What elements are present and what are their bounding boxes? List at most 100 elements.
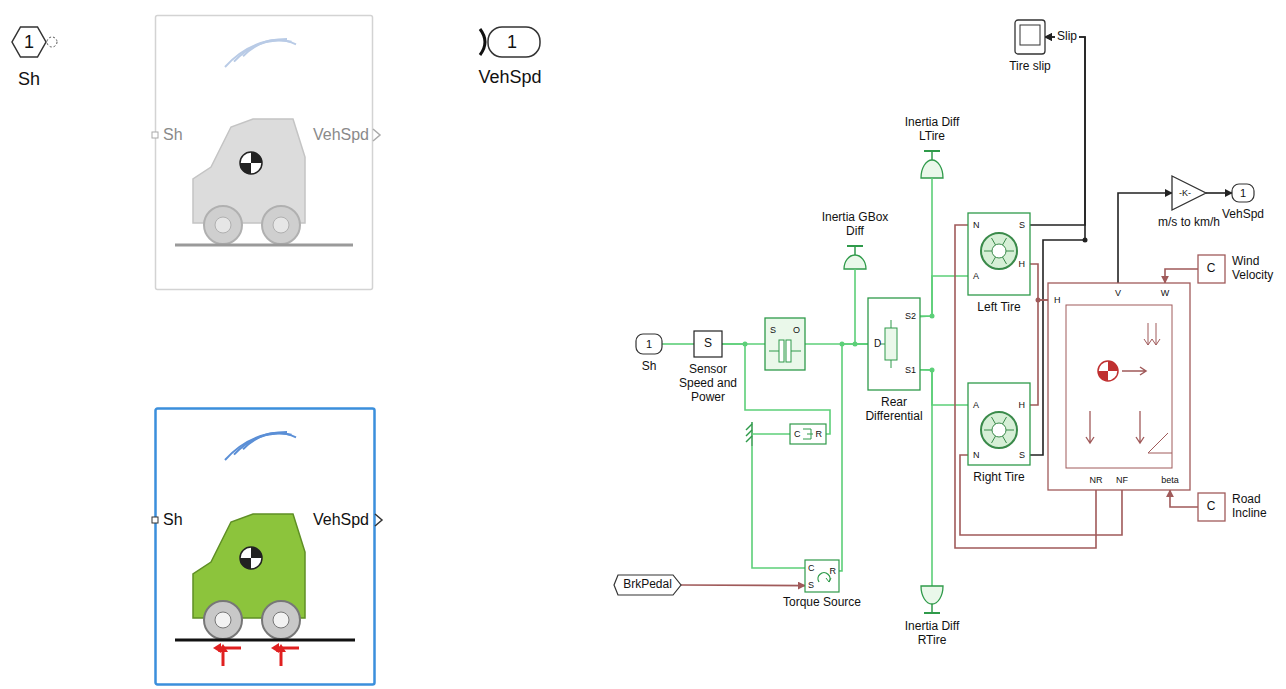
- torque-symbol: [818, 573, 830, 582]
- port-marker: [373, 129, 380, 141]
- port-label: NR: [1090, 475, 1103, 485]
- center-of-mass: [240, 547, 262, 569]
- physical-connection: [839, 344, 868, 571]
- torque-source-block: CRSTorque Source: [805, 560, 839, 592]
- block-label: 1: [1240, 187, 1246, 200]
- port-label: D: [874, 338, 881, 350]
- car-wheel: [262, 206, 300, 244]
- center-of-mass: [240, 163, 251, 174]
- wheel-hub: [273, 612, 289, 628]
- differential-block: DS2S1Rear Differential: [868, 298, 920, 390]
- block-label: C: [1207, 262, 1216, 276]
- wind-swoosh: [243, 433, 296, 449]
- body-mass-symbol: [1098, 371, 1108, 381]
- wheel-hub: [215, 217, 231, 233]
- port-label: N: [973, 220, 980, 230]
- port-label: S: [808, 580, 814, 590]
- constant-block: CWind Velocity: [1198, 255, 1225, 283]
- block-shape: [843, 245, 867, 273]
- tire-symbol: [981, 233, 1017, 269]
- inport-block: 1Sh: [12, 27, 46, 57]
- signal-label: Slip: [1055, 30, 1079, 44]
- physical-connection: [1030, 300, 1048, 405]
- tire-hub: [992, 423, 1006, 437]
- inport-block: 1Sh: [636, 334, 662, 354]
- from-tag: BrkPedal: [614, 575, 681, 595]
- tire-spoke: [1006, 251, 1014, 252]
- block-outline: [765, 318, 805, 370]
- block-label: C: [1207, 500, 1216, 514]
- tire-spoke: [992, 417, 996, 424]
- sensor-block: SSensor Speed and Power: [694, 331, 722, 357]
- wheel-hub: [273, 217, 289, 233]
- scope-screen: [1020, 25, 1040, 45]
- inport-outline: [12, 27, 46, 57]
- block-label: m/s to km/h: [1158, 216, 1220, 230]
- force-arrow: [271, 643, 279, 653]
- ground-hatch: [746, 424, 752, 430]
- port-label: S1: [905, 365, 916, 375]
- wheel-hub: [215, 612, 231, 628]
- outport-outline: [488, 27, 540, 57]
- block-frame: [156, 16, 373, 290]
- center-of-mass: [240, 152, 262, 174]
- tire-spoke: [1003, 257, 1007, 264]
- block-label: 1: [24, 32, 34, 53]
- block-outline: [968, 383, 1030, 465]
- gain-triangle: [1172, 176, 1206, 210]
- block-shape: [1048, 283, 1190, 490]
- tire-hub: [992, 244, 1006, 258]
- vehicle-block: ShVehSpd: [155, 408, 375, 685]
- tire-block: AHNSRight Tire: [968, 383, 1030, 465]
- clutch-shaft: [769, 351, 779, 352]
- inertia-symbol: [844, 255, 866, 269]
- block-shape: [920, 150, 944, 182]
- block-outline: [805, 560, 839, 592]
- clutch-plate: [786, 340, 791, 362]
- block-label: Sensor Speed and Power: [677, 363, 739, 404]
- tire-symbol: [981, 412, 1017, 448]
- block-label: VehSpd: [1222, 208, 1264, 222]
- drawing-part: [662, 37, 1232, 586]
- road-line: [175, 639, 355, 642]
- port-label: R: [816, 429, 823, 439]
- inertia-symbol: [931, 604, 933, 613]
- port-label: H: [1054, 295, 1061, 305]
- tire-spoke: [992, 257, 996, 264]
- block-label: Sh: [163, 511, 183, 529]
- body-mass-symbol: [1108, 361, 1118, 371]
- port-label: -K-: [1179, 188, 1191, 198]
- inertia-symbol: [854, 269, 856, 273]
- tag-outline: [614, 575, 681, 595]
- block-shape: [920, 582, 944, 614]
- center-of-mass: [251, 152, 262, 163]
- tire-spoke: [1003, 238, 1007, 245]
- body-mass-symbol: [1098, 361, 1118, 381]
- port-label: A: [973, 400, 979, 410]
- port-label: N: [973, 450, 980, 460]
- block-label: Rear Differential: [859, 396, 929, 424]
- port-marker: [152, 517, 158, 523]
- block-frame: [156, 409, 375, 685]
- inertia-block: Inertia GBox Diff: [843, 245, 867, 273]
- center-of-mass: [251, 547, 262, 558]
- torque-symbol: [826, 578, 831, 582]
- force-arrow: [213, 643, 221, 653]
- clutch-plate: [779, 340, 784, 362]
- ground-hatch: [746, 436, 752, 442]
- tire-spoke: [984, 251, 992, 252]
- port-label: V: [1115, 288, 1121, 298]
- tire-spoke: [992, 238, 996, 245]
- block-label: Road Incline: [1232, 493, 1282, 521]
- rotational-damper: CR: [790, 424, 826, 444]
- port-label: C: [794, 429, 801, 439]
- block-label: 1: [507, 32, 517, 53]
- normal-force-arrow: [1136, 411, 1144, 443]
- port-label: O: [793, 325, 800, 335]
- port-label: W: [1161, 288, 1170, 298]
- port-label: S2: [905, 311, 916, 321]
- outport-block: 1VehSpd: [480, 27, 540, 57]
- physical-connection: [920, 370, 932, 582]
- port-label: H: [1019, 259, 1026, 269]
- physical-connection: [1165, 269, 1198, 283]
